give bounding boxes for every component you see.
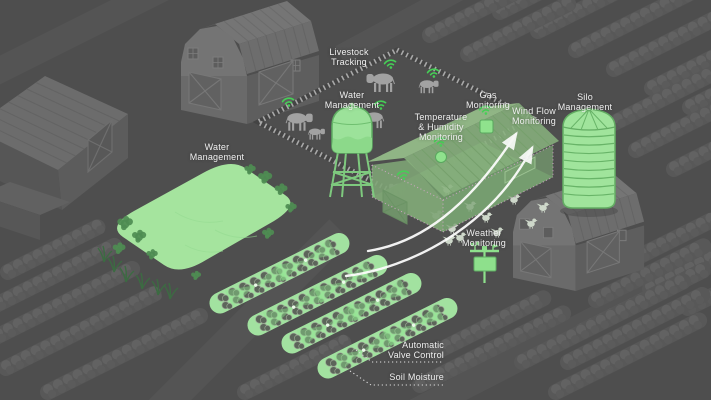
water-tower xyxy=(329,102,375,198)
wifi-icons xyxy=(281,59,492,180)
wifi-icon xyxy=(426,68,440,78)
water-level xyxy=(332,136,372,153)
cow xyxy=(418,80,439,94)
pond-ripples xyxy=(174,211,258,253)
wifi-icon xyxy=(433,137,447,147)
label-water-management-pond: Water Management xyxy=(189,142,245,162)
wifi-icon xyxy=(383,59,397,69)
shed-left xyxy=(0,76,128,240)
wifi-icon xyxy=(373,100,387,110)
silo-dome-seams xyxy=(570,108,608,131)
poultry-barn xyxy=(367,103,559,246)
barn-bottom-right xyxy=(513,174,645,291)
label-soil-moisture: Soil Moisture xyxy=(389,372,444,382)
wifi-icon xyxy=(396,170,410,180)
wifi-icon xyxy=(281,97,295,107)
weather-station xyxy=(470,241,499,283)
label-weather-monitoring: Weather Monitoring xyxy=(461,228,507,248)
cow xyxy=(307,128,325,140)
small-shed-wall xyxy=(0,201,40,240)
temperature-humidity-sensor xyxy=(435,151,447,163)
wifi-icon xyxy=(478,105,492,115)
chicken xyxy=(524,218,538,229)
chicken xyxy=(490,227,504,238)
cow xyxy=(366,73,395,92)
pond xyxy=(97,164,297,300)
tower-legs xyxy=(329,151,375,198)
label-water-management-paddock: Water Management xyxy=(324,90,380,110)
gas-sensor xyxy=(479,119,494,134)
pond-vegetation xyxy=(112,164,297,280)
label-temperature-humidity-monitoring: Temperature & Humidity Monitoring xyxy=(414,112,468,142)
irrigated-crop-beds xyxy=(209,233,458,379)
chicken xyxy=(536,202,550,213)
poultry-door xyxy=(382,189,408,225)
label-wind-flow-monitoring: Wind Flow Monitoring xyxy=(511,106,557,126)
label-livestock-tracking: Livestock Tracking xyxy=(329,47,369,67)
label-silo-management: Silo Management xyxy=(557,92,613,112)
barn-windows xyxy=(187,47,301,72)
small-shed-roof xyxy=(0,182,70,215)
leader-lines xyxy=(349,349,444,386)
cow xyxy=(285,113,313,131)
pond-grass xyxy=(97,245,179,300)
silo xyxy=(560,108,618,217)
label-automatic-valve-control: Automatic Valve Control xyxy=(388,340,444,360)
wind-flow-arrows xyxy=(344,131,534,278)
shed-door xyxy=(87,118,113,174)
barn-top-left xyxy=(181,1,319,124)
barn-doors xyxy=(188,60,294,111)
label-gas-monitoring: Gas Monitoring xyxy=(465,90,511,110)
